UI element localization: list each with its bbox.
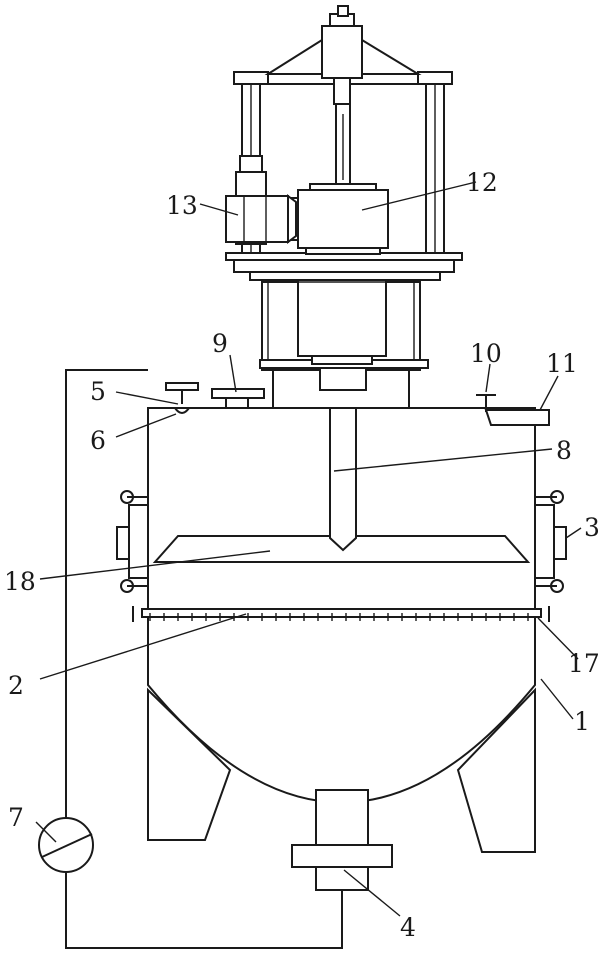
pump-7 <box>39 818 93 872</box>
label-7: 7 <box>8 803 24 832</box>
label-10: 10 <box>470 339 502 368</box>
motor-12 <box>290 184 388 254</box>
side-motor-13 <box>226 156 296 244</box>
label-13: 13 <box>166 191 198 220</box>
label-9: 9 <box>212 329 228 358</box>
label-5: 5 <box>90 377 106 406</box>
base-plate <box>226 253 462 280</box>
label-12: 12 <box>466 168 498 197</box>
label-2: 2 <box>8 671 24 700</box>
label-11: 11 <box>546 349 578 378</box>
side-clamp-left <box>117 491 148 592</box>
heating-jacket-3 <box>535 491 566 592</box>
top-crossbeam <box>268 6 418 104</box>
label-1: 1 <box>574 707 590 736</box>
lift-rod <box>336 104 350 188</box>
feed-hopper-11 <box>486 410 549 425</box>
bottom-outlet-4 <box>292 790 392 890</box>
label-17: 17 <box>568 649 600 678</box>
label-3: 3 <box>584 513 600 542</box>
label-18: 18 <box>4 567 36 596</box>
label-8: 8 <box>556 436 572 465</box>
gear-reducer <box>298 274 386 364</box>
inlet-9 <box>212 389 264 408</box>
label-4: 4 <box>400 913 416 942</box>
label-6: 6 <box>90 426 106 455</box>
